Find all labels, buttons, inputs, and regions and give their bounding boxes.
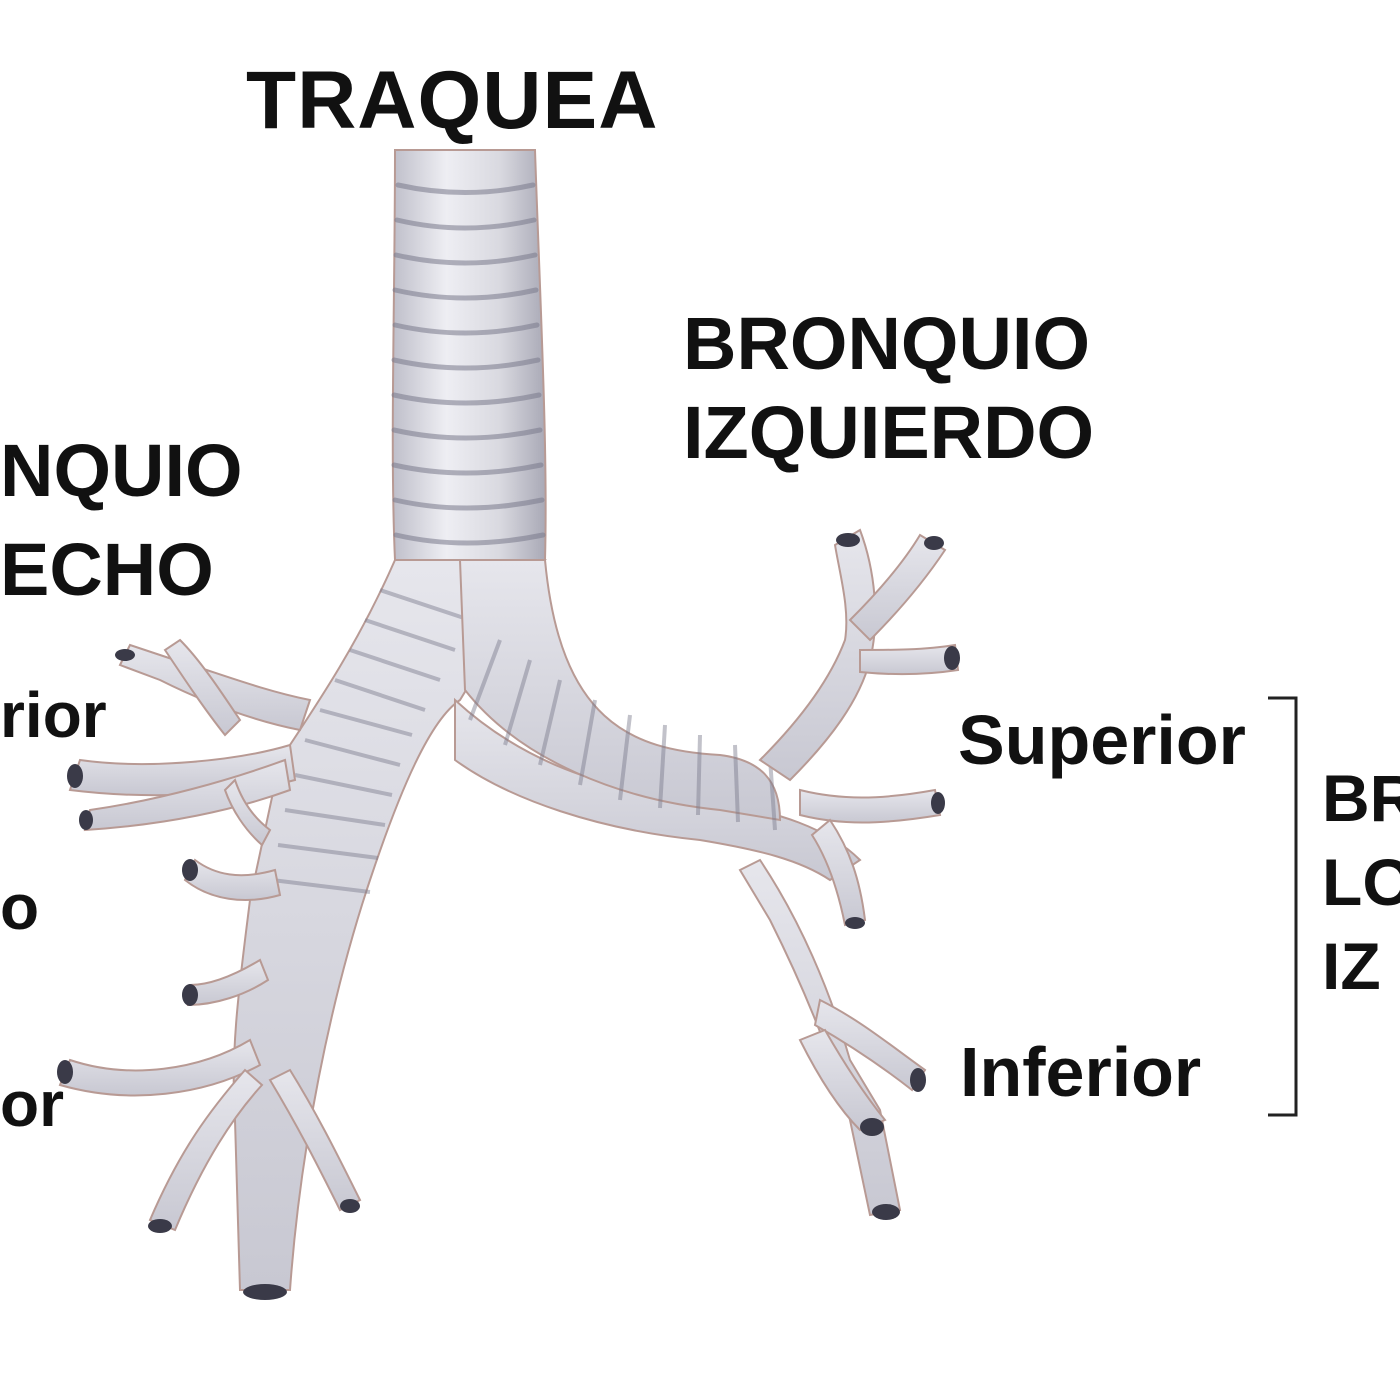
left-superior-lobe-label: Superior <box>958 701 1246 779</box>
left-lobar-bronchi-label-line1: BR <box>1322 761 1400 835</box>
trachea-label: TRAQUEA <box>246 55 659 146</box>
right-lower-lobe-branches <box>58 1038 362 1232</box>
right-middle-lobe-branches <box>183 778 282 1007</box>
left-main-bronchus-label-line1: BRONQUIO <box>683 302 1090 385</box>
left-lobar-bronchi-label-line2: LO <box>1322 844 1400 919</box>
left-main-bronchus-label-line2: IZQUIERDO <box>683 390 1095 474</box>
left-lobar-bronchi-label: BR LO IZ <box>1322 757 1400 1008</box>
left-lower-lobe-branches <box>738 858 927 1217</box>
left-main-bronchus-label: BRONQUIO IZQUIERDO <box>683 300 1094 478</box>
right-upper-lobe-label: rior <box>0 679 107 751</box>
left-upper-lobe-branches <box>758 528 960 927</box>
right-main-bronchus-label-line2: ECHO <box>0 528 214 612</box>
right-middle-lobe-label: o <box>0 871 40 943</box>
trachea-shape <box>391 149 547 561</box>
right-upper-lobe-branches <box>68 638 312 832</box>
right-main-bronchus-label: NQUIO ECHO <box>0 417 243 624</box>
right-lower-lobe-label: or <box>0 1068 64 1140</box>
bronchial-openings <box>57 533 960 1300</box>
left-main-bronchus-shape <box>454 559 862 882</box>
left-lobar-bronchi-label-line3: IZ <box>1322 928 1381 1003</box>
right-main-bronchus-label-line1: NQUIO <box>0 429 243 512</box>
lobar-bracket <box>1268 696 1298 1117</box>
left-inferior-lobe-label: Inferior <box>960 1033 1202 1111</box>
